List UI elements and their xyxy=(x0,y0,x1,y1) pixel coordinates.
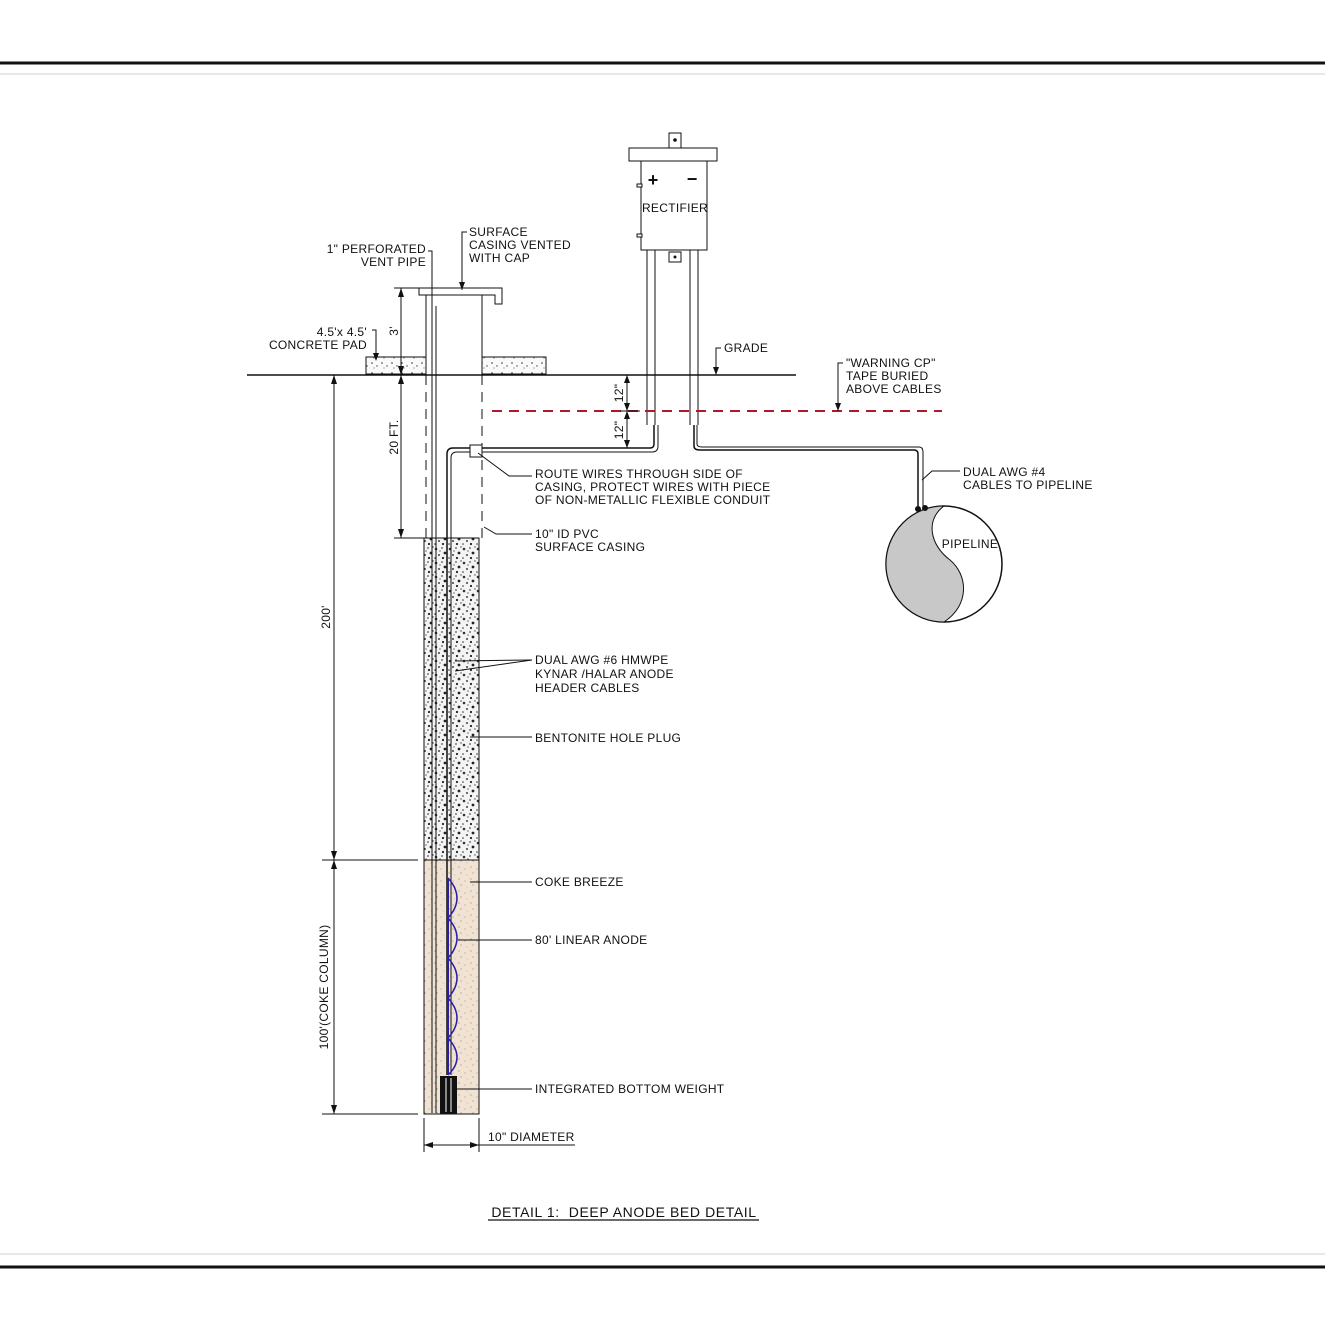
rectifier-bottom-tab-hole xyxy=(673,255,677,259)
dual-awg4-label-2: CABLES TO PIPELINE xyxy=(963,478,1093,492)
leader-concrete-pad xyxy=(372,329,377,357)
header-cables-label-1: DUAL AWG #6 HMWPE xyxy=(535,653,669,667)
dim-100-arrow-top xyxy=(331,860,337,869)
bottom-weight xyxy=(440,1076,457,1114)
rectifier-lid xyxy=(628,147,718,162)
dim-twenty-ft-arrow-top xyxy=(398,375,404,384)
bentonite-label: BENTONITE HOLE PLUG xyxy=(535,731,681,745)
leader-warning-tape-arrow xyxy=(835,403,841,411)
dim-twelve-arrow-d xyxy=(624,440,630,448)
header-cables-label-2: KYNAR /HALAR ANODE xyxy=(535,667,674,681)
dim-100-arrow-bottom xyxy=(331,1105,337,1114)
concrete-pad-right xyxy=(481,356,547,375)
linear-anode-coil xyxy=(446,877,458,1076)
surface-casing-label-1: SURFACE xyxy=(469,225,528,239)
casing-cap xyxy=(418,287,503,305)
header-cable-outer xyxy=(446,425,655,1075)
vent-pipe-label-2: VENT PIPE xyxy=(361,255,426,269)
route-wires-label-3: OF NON-METALLIC FLEXIBLE CONDUIT xyxy=(535,493,771,507)
bottom-weight-label: INTEGRATED BOTTOM WEIGHT xyxy=(535,1082,725,1096)
coke-breeze-label: COKE BREEZE xyxy=(535,875,624,889)
pipeline-connection-b xyxy=(922,505,928,511)
leader-surface-casing-cap-arrow xyxy=(459,282,465,290)
concrete-pad-label-2: CONCRETE PAD xyxy=(269,338,367,352)
surface-casing-label-3: WITH CAP xyxy=(469,251,530,265)
rectifier-lifting-eye-hole xyxy=(673,138,677,142)
rectifier-label: RECTIFIER xyxy=(642,201,708,215)
diameter-label: 10" DIAMETER xyxy=(488,1130,575,1144)
leader-pvc-casing xyxy=(483,526,532,535)
dim-diameter-arrow-left xyxy=(424,1142,433,1148)
leader-surface-casing-cap xyxy=(461,231,467,290)
dim-twelve-arrow-c xyxy=(624,411,630,419)
pipeline-cable-inner xyxy=(696,425,924,508)
leader-grade xyxy=(715,347,721,375)
route-wires-label-2: CASING, PROTECT WIRES WITH PIECE xyxy=(535,480,770,494)
dim-three-ft-label: 3' xyxy=(387,326,401,336)
pipeline-label: PIPELINE xyxy=(942,537,998,551)
leader-header-cables-a xyxy=(454,659,533,662)
linear-anode-label: 80' LINEAR ANODE xyxy=(535,933,647,947)
dim-twelve-arrow-b xyxy=(624,403,630,411)
pvc-casing-label-2: SURFACE CASING xyxy=(535,540,645,554)
pvc-casing-label-1: 10" ID PVC xyxy=(535,527,599,541)
dual-awg4-label-1: DUAL AWG #4 xyxy=(963,465,1045,479)
dim-three-ft-arrow-top xyxy=(398,288,404,297)
leader-concrete-pad-arrow xyxy=(373,353,379,361)
warning-tape-label-2: TAPE BURIED xyxy=(846,369,928,383)
dim-100-label: 100'(COKE COLUMN) xyxy=(317,925,331,1050)
leader-warning-tape xyxy=(837,362,843,411)
rectifier-hinge-bottom xyxy=(636,233,643,238)
surface-casing-label-2: CASING VENTED xyxy=(469,238,571,252)
grade-label: GRADE xyxy=(724,341,768,355)
rectifier-plus: + xyxy=(648,170,659,190)
dim-200-arrow-bottom xyxy=(331,851,337,860)
detail-title: DETAIL 1: DEEP ANODE BED DETAIL xyxy=(491,1204,756,1220)
pipeline-connection-a xyxy=(915,506,921,512)
dim-twenty-ft-label: 20 FT. xyxy=(387,419,401,454)
dim-twenty-ft-arrow-bottom xyxy=(398,529,404,538)
leader-dual-awg4 xyxy=(921,470,960,481)
leader-grade-arrow xyxy=(713,367,719,375)
route-wires-label-1: ROUTE WIRES THROUGH SIDE OF xyxy=(535,467,743,481)
leader-route-wires xyxy=(477,452,532,477)
dim-200-arrow-top xyxy=(331,375,337,384)
warning-tape-label-3: ABOVE CABLES xyxy=(846,382,942,396)
leader-vent-pipe xyxy=(428,250,433,306)
rectifier-hinge-top xyxy=(636,183,643,188)
dim-200-label: 200' xyxy=(319,605,333,629)
dim-twelve-label-b: 12" xyxy=(612,421,626,440)
pipeline-shaded-half xyxy=(885,505,964,623)
header-cable-inner xyxy=(450,425,659,1075)
dim-twelve-label-a: 12" xyxy=(612,384,626,403)
concrete-pad-left xyxy=(365,356,427,375)
concrete-pad-label-1: 4.5'x 4.5' xyxy=(317,325,367,339)
pipeline-cable-outer xyxy=(693,425,919,508)
warning-tape-label-1: "WARNING CP" xyxy=(846,356,936,370)
dim-three-ft-arrow-bottom xyxy=(398,366,404,375)
rectifier-minus: − xyxy=(687,169,698,189)
dim-twelve-arrow-a xyxy=(624,375,630,383)
rectifier-box xyxy=(640,160,708,251)
vent-pipe-label-1: 1" PERFORATED xyxy=(327,242,426,256)
leader-header-cables-b xyxy=(454,659,533,672)
dim-diameter-arrow-right xyxy=(470,1142,479,1148)
header-cables-label-3: HEADER CABLES xyxy=(535,681,640,695)
